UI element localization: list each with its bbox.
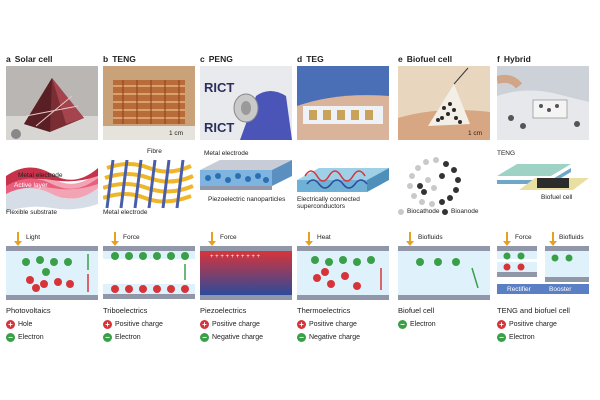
hybrid-layers-illustration [497, 164, 589, 190]
legend-item: +Hole [6, 320, 32, 329]
legend-item: −Electron [103, 333, 141, 342]
label-teng: TENG [497, 150, 516, 157]
booster-label: Booster [549, 286, 572, 293]
positive-charge-icon: + [297, 320, 306, 329]
legend-item: +Positive charge [103, 320, 163, 329]
photo-scale-bar: 1 cm [468, 130, 483, 137]
legend-item: −Electron [6, 333, 44, 342]
negative-charge-icon: − [200, 333, 209, 342]
peng-photo [200, 66, 292, 140]
photovoltaic-mechanism-diagram [6, 232, 98, 300]
label-metal-electrode: Metal electrode [18, 172, 63, 179]
label-biofuel-cell: Biofuel cell [541, 194, 573, 201]
input-label: Biofluids [418, 234, 443, 241]
teng-photo [103, 66, 195, 140]
mechanism-label: Piezoelectrics [200, 306, 247, 315]
biofuel-cell-mechanism-diagram [398, 232, 490, 300]
triboelectric-mechanism-diagram [103, 232, 195, 299]
negative-charge-icon: − [6, 333, 15, 342]
teng-weave-illustration [103, 159, 194, 209]
label-piezoelectric-nanoparticles: Piezoelectric nanoparticles [208, 196, 286, 203]
mechanism-label: Photovoltaics [6, 306, 51, 315]
label-electrically-connected-superconductors: Electrically connected superconductors [297, 196, 360, 210]
hybrid-photo [497, 66, 589, 140]
legend-item: −Negative charge [200, 333, 263, 342]
legend-item: −Electron [398, 320, 436, 329]
rectifier-label: Rectifier [507, 286, 531, 293]
negative-charge-icon: − [398, 320, 407, 329]
biofuel-cell-spiral-illustration [407, 157, 461, 207]
svg-text:+ + + + + + + + + +: + + + + + + + + + + [210, 254, 261, 260]
negative-charge-icon: − [497, 333, 506, 342]
input-label-force: Force [515, 234, 532, 241]
thermoelectric-mechanism-diagram [297, 232, 389, 300]
photo-scale-bar: 1 cm [169, 130, 184, 137]
legend-biocathode: Biocathode [398, 208, 440, 215]
photo-label: RICT [204, 80, 235, 95]
mechanism-label: TENG and biofuel cell [497, 306, 570, 315]
biocathode-icon [398, 208, 404, 215]
input-label: Force [123, 234, 140, 241]
legend-item: −Negative charge [297, 333, 360, 342]
legend-item: +Positive charge [497, 320, 557, 329]
peng-layers-illustration [200, 160, 292, 190]
positive-charge-icon: + [497, 320, 506, 329]
label-metal-electrode: Metal electrode [204, 150, 249, 157]
mechanism-label: Triboelectrics [103, 306, 148, 315]
photo-label: RICT [204, 120, 235, 135]
legend-bioanode: Bioanode [442, 208, 478, 215]
legend-item: +Positive charge [297, 320, 357, 329]
input-label: Force [220, 234, 237, 241]
teg-photo [297, 66, 389, 140]
legend-item: −Electron [497, 333, 535, 342]
positive-charge-icon: + [200, 320, 209, 329]
negative-charge-icon: − [297, 333, 306, 342]
input-label: Light [26, 234, 41, 241]
positive-charge-icon: + [103, 320, 112, 329]
biofuel-cell-photo [398, 66, 490, 140]
piezoelectric-mechanism-diagram: + + + + + + + + + + [200, 232, 292, 300]
legend-item: +Positive charge [200, 320, 260, 329]
input-label: Heat [317, 234, 331, 241]
bioanode-icon [442, 208, 448, 215]
negative-charge-icon: − [103, 333, 112, 342]
hybrid-mechanism-diagram [497, 232, 589, 294]
positive-charge-icon: + [6, 320, 15, 329]
solar-cell-layers-illustration [6, 167, 98, 212]
mechanism-label: Biofuel cell [398, 306, 435, 315]
label-metal-electrode: Metal electrode [103, 209, 148, 216]
mechanism-label: Thermoelectrics [297, 306, 351, 315]
input-label-biofluids: Biofluids [559, 234, 584, 241]
label-active-layer: Active layer [14, 182, 48, 189]
solar-cell-photo [6, 66, 98, 140]
label-fibre: Fibre [147, 148, 162, 155]
teg-illustration [297, 168, 389, 192]
label-flexible-substrate: Flexible substrate [6, 209, 57, 216]
